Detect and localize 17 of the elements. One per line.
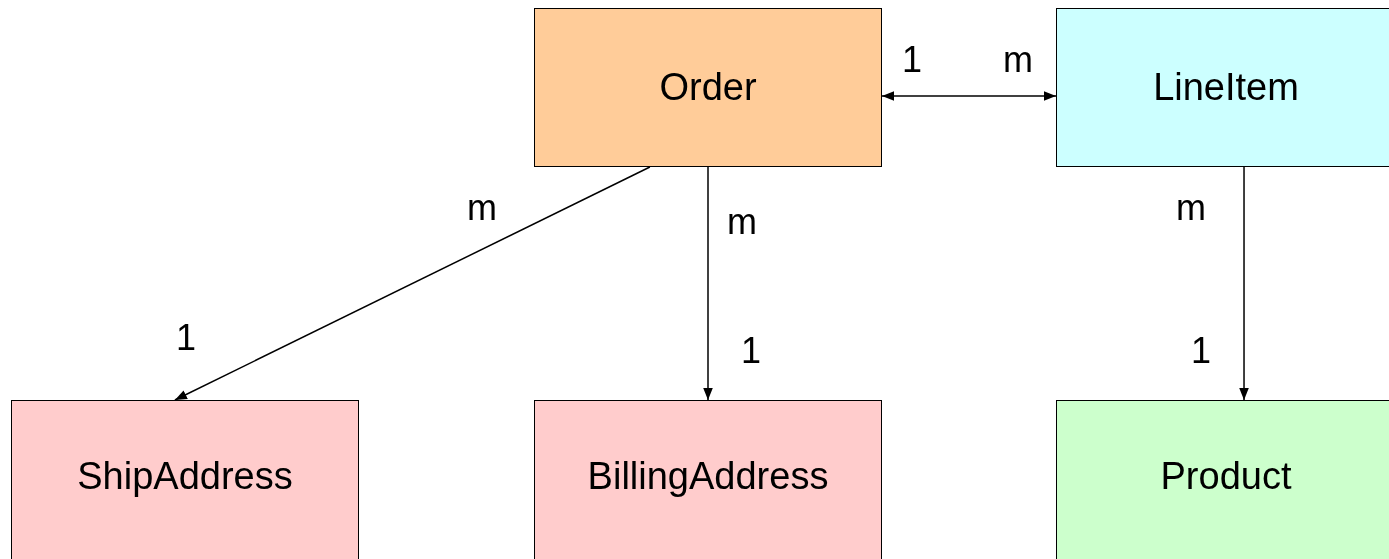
multiplicity-label: m xyxy=(467,190,497,226)
arrow xyxy=(703,166,713,401)
entity-box: Order xyxy=(534,8,882,167)
multiplicity-label: m xyxy=(1176,190,1206,226)
multiplicity-label: 1 xyxy=(902,42,923,78)
arrow xyxy=(881,91,1057,101)
entity-box: ShipAddress xyxy=(11,400,359,559)
entity-box: LineItem xyxy=(1056,8,1389,167)
multiplicity-label: m xyxy=(1003,42,1033,78)
arrow xyxy=(174,166,651,401)
entity-box: Product xyxy=(1056,400,1389,559)
multiplicity-label: 1 xyxy=(741,333,762,369)
arrow xyxy=(1239,166,1249,401)
entity-box: BillingAddress xyxy=(534,400,882,559)
multiplicity-label: 1 xyxy=(176,320,197,356)
multiplicity-label: m xyxy=(727,204,757,240)
multiplicity-label: 1 xyxy=(1191,333,1212,369)
